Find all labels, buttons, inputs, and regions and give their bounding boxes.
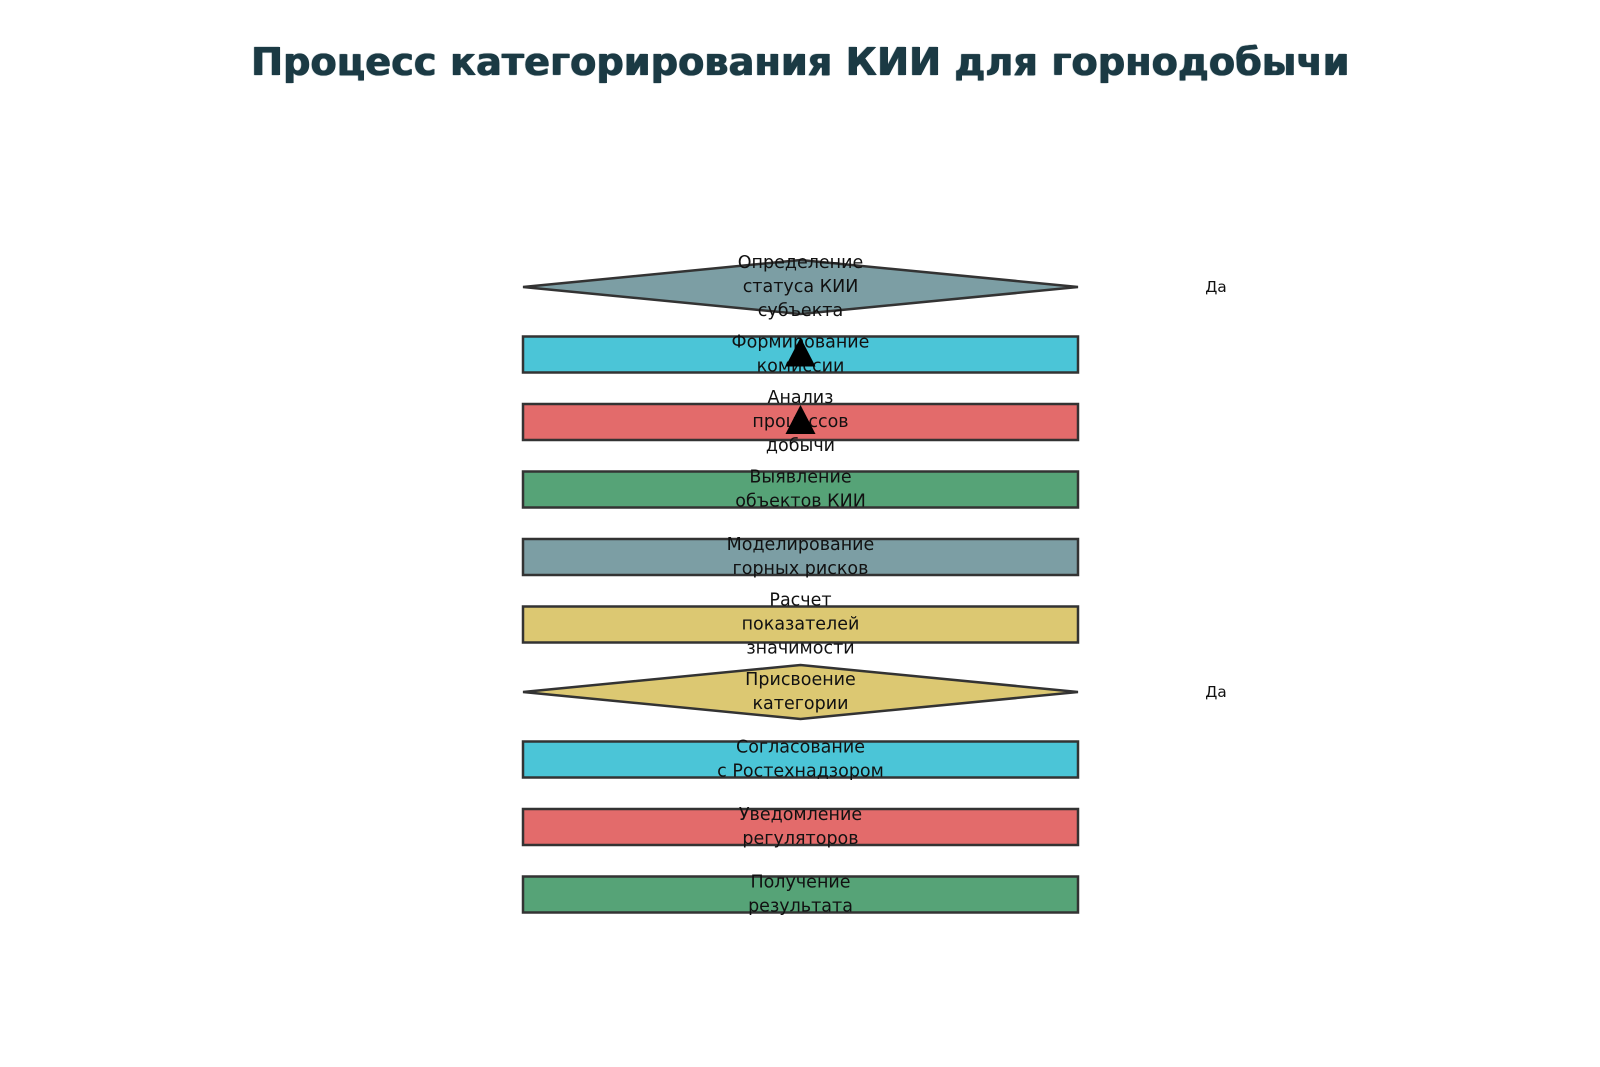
arrow-up-icon: [785, 405, 816, 434]
node-label: статуса КИИ: [743, 277, 859, 297]
arrow-up-icon: [785, 337, 816, 367]
diagram-title: Процесс категорирования КИИ для горнодоб…: [250, 40, 1350, 84]
node-label: Моделирование: [727, 535, 875, 555]
process-node: [521, 740, 1080, 779]
decision-node: [522, 258, 1079, 316]
node-label: с Ростехнадзором: [717, 762, 884, 782]
node-label: субъекта: [758, 301, 843, 321]
node-label: категории: [752, 694, 848, 714]
node-label: Определение: [738, 253, 864, 273]
node-label: добычи: [766, 436, 835, 456]
node-label: Анализ: [767, 388, 833, 408]
node-label: Согласование: [736, 738, 865, 758]
branch-label: Да: [1205, 683, 1227, 701]
node-label: результата: [748, 897, 853, 917]
node-label: Присвоение: [745, 670, 856, 690]
decision-node: [522, 663, 1079, 721]
node-label: Выявление: [749, 468, 851, 488]
process-node: [521, 605, 1080, 644]
node-label: значимости: [746, 639, 854, 659]
branch-label: Да: [1205, 278, 1227, 296]
process-node: [521, 807, 1080, 847]
node-label: объектов КИИ: [735, 492, 866, 512]
node-label: показателей: [742, 615, 860, 635]
node-label: горных рисков: [733, 559, 869, 579]
node-label: Получение: [750, 873, 850, 893]
node-label: Расчет: [769, 591, 831, 611]
process-node: [521, 537, 1080, 577]
node-label: регуляторов: [742, 829, 858, 849]
node-label: Уведомление: [739, 805, 862, 825]
process-node: [521, 875, 1080, 914]
process-node: [521, 470, 1080, 509]
